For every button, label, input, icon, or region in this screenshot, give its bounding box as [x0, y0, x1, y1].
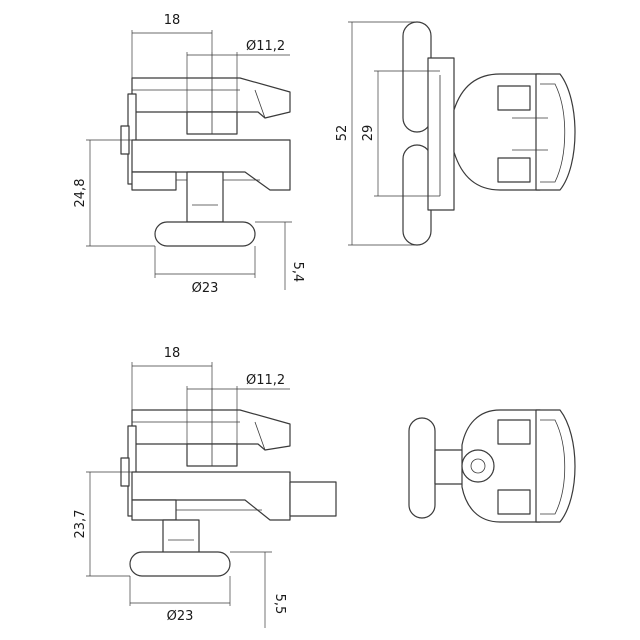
upper-jaw-2	[131, 409, 291, 451]
bottom-left-view: 18 Ø11,2 23,7 Ø23 5,5	[73, 346, 337, 628]
knob	[154, 221, 256, 247]
side-plate-lower	[402, 144, 432, 246]
upper-jaw-taper	[254, 89, 266, 119]
knob-stem	[186, 171, 224, 223]
side2-clip-top	[497, 419, 531, 445]
side-view-2	[408, 409, 576, 523]
side2-cap	[535, 409, 576, 523]
side-view: 52 29	[335, 21, 576, 246]
dim-height-label: 24,8	[73, 179, 88, 208]
dim-18-label: 18	[164, 13, 181, 28]
side2-pivot	[461, 449, 495, 483]
dim-thick-label: 5,4	[290, 262, 305, 283]
upper-jaw-2-taper	[254, 421, 266, 451]
side-plate-neck	[427, 57, 455, 211]
side-clip-top	[497, 85, 531, 111]
dim-knob-label: Ø23	[192, 281, 219, 296]
side2-cap-inner	[540, 419, 566, 515]
top-left-view: 18 Ø11,2 24,8 Ø23 5,4	[73, 13, 305, 296]
knob-2	[129, 551, 231, 577]
dim2-height-label: 23,7	[73, 510, 88, 539]
dim-29-label: 29	[361, 125, 376, 142]
side-cap	[535, 73, 576, 191]
dim-52-label: 52	[335, 125, 350, 142]
lower-jaw-lip	[131, 171, 177, 191]
side-clip-bottom	[497, 157, 531, 183]
side2-clip-bottom	[497, 489, 531, 515]
side-bolt	[289, 481, 337, 517]
dim2-bore-label: Ø11,2	[246, 373, 285, 388]
knob-stem-2	[162, 519, 200, 555]
side2-knob	[408, 417, 436, 519]
dim2-knob-label: Ø23	[167, 609, 194, 624]
side-cap-inner	[540, 83, 566, 183]
side-plate-upper	[402, 21, 432, 133]
side2-pivot-inner	[470, 458, 486, 474]
dim2-thick-label: 5,5	[272, 594, 287, 615]
dim2-18-label: 18	[164, 346, 181, 361]
upper-jaw	[131, 77, 291, 119]
dim-bore-label: Ø11,2	[246, 39, 285, 54]
lower-jaw-2-lip	[131, 499, 177, 521]
